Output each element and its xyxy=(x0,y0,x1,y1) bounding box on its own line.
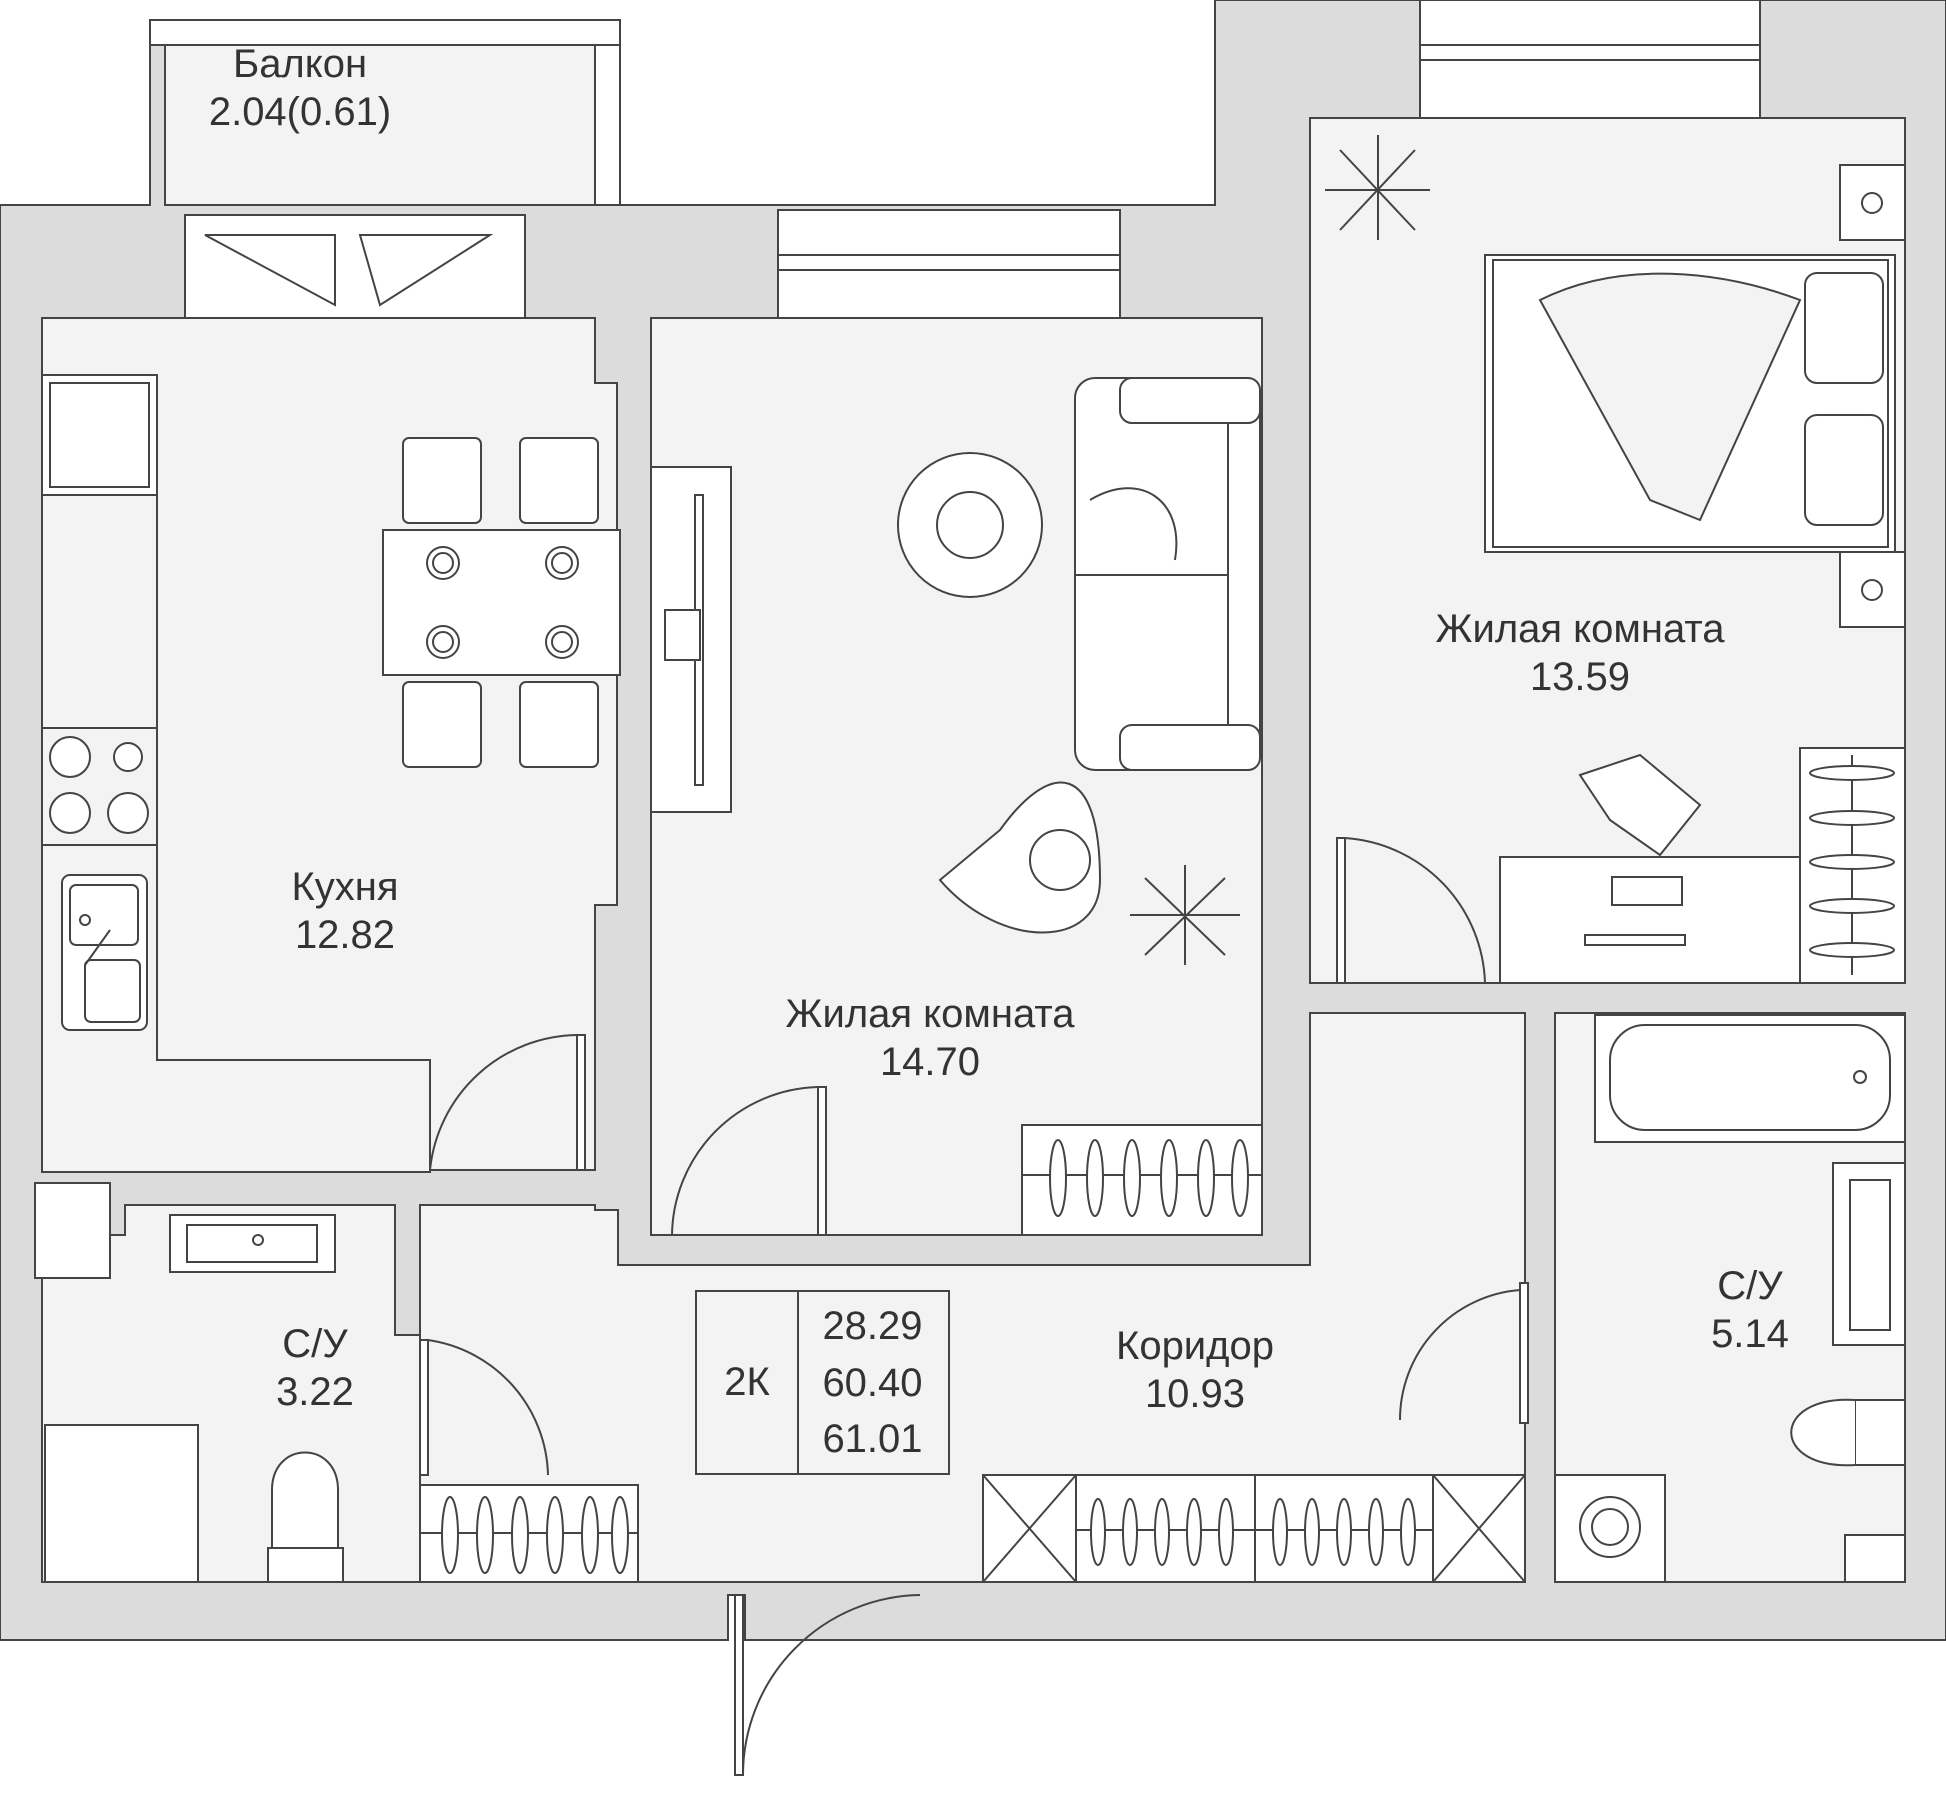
room-area: 2.04(0.61) xyxy=(208,90,392,134)
kitchen-label: Кухня 12.82 xyxy=(200,863,490,959)
kitchen-furniture xyxy=(41,374,621,1173)
apartment-type: 2К xyxy=(697,1292,799,1473)
total-area: 60.40 xyxy=(822,1360,923,1405)
plant-icon xyxy=(1130,865,1240,965)
plant-icons xyxy=(1130,135,1430,965)
room-name: С/У xyxy=(1717,1264,1783,1308)
windows xyxy=(184,0,1761,319)
plant-icon xyxy=(1325,135,1430,240)
balcony-railing xyxy=(594,24,621,206)
room-name: Кухня xyxy=(291,865,399,909)
apartment-areas: 28.29 60.40 61.01 xyxy=(797,1292,948,1473)
door-entrance xyxy=(734,1594,921,1776)
corridor-label: Коридор 10.93 xyxy=(1050,1322,1340,1418)
door-kitchen xyxy=(429,1034,586,1171)
room-name: Балкон xyxy=(232,42,368,86)
room-name: Жилая комната xyxy=(1435,607,1725,651)
room-name: Жилая комната xyxy=(785,992,1075,1036)
door-bath2 xyxy=(1398,1282,1529,1424)
room-area: 10.93 xyxy=(1144,1372,1246,1416)
apartment-summary: 2К 28.29 60.40 61.01 xyxy=(695,1290,950,1475)
room-area: 5.14 xyxy=(1711,1312,1789,1356)
room-area: 12.82 xyxy=(294,913,396,957)
bath1-furniture xyxy=(34,1182,639,1583)
doors xyxy=(419,837,1529,1776)
room-area: 14.70 xyxy=(879,1040,981,1084)
living1-furniture xyxy=(650,377,1263,1236)
door-living1 xyxy=(671,1086,827,1236)
balcony-door xyxy=(204,234,494,307)
living2-label: Жилая комната 13.59 xyxy=(1380,605,1780,701)
living2-furniture xyxy=(1484,164,1906,984)
living1-label: Жилая комната 14.70 xyxy=(730,990,1130,1086)
total-with-balcony-area: 61.01 xyxy=(822,1416,923,1461)
room-name: С/У xyxy=(282,1322,348,1366)
balcony-floor xyxy=(164,44,606,206)
living-area: 28.29 xyxy=(822,1304,923,1349)
room-area: 3.22 xyxy=(276,1370,354,1414)
balcony-label: Балкон 2.04(0.61) xyxy=(150,40,450,136)
room-area: 13.59 xyxy=(1529,655,1631,699)
door-bath1 xyxy=(419,1339,549,1476)
bath1-label: С/У 3.22 xyxy=(200,1320,430,1416)
bath2-label: С/У 5.14 xyxy=(1600,1262,1900,1358)
bath2-furniture xyxy=(1554,1014,1906,1583)
room-name: Коридор xyxy=(1116,1324,1274,1368)
corridor-wardrobe xyxy=(982,1474,1526,1583)
door-living2 xyxy=(1336,837,1486,984)
